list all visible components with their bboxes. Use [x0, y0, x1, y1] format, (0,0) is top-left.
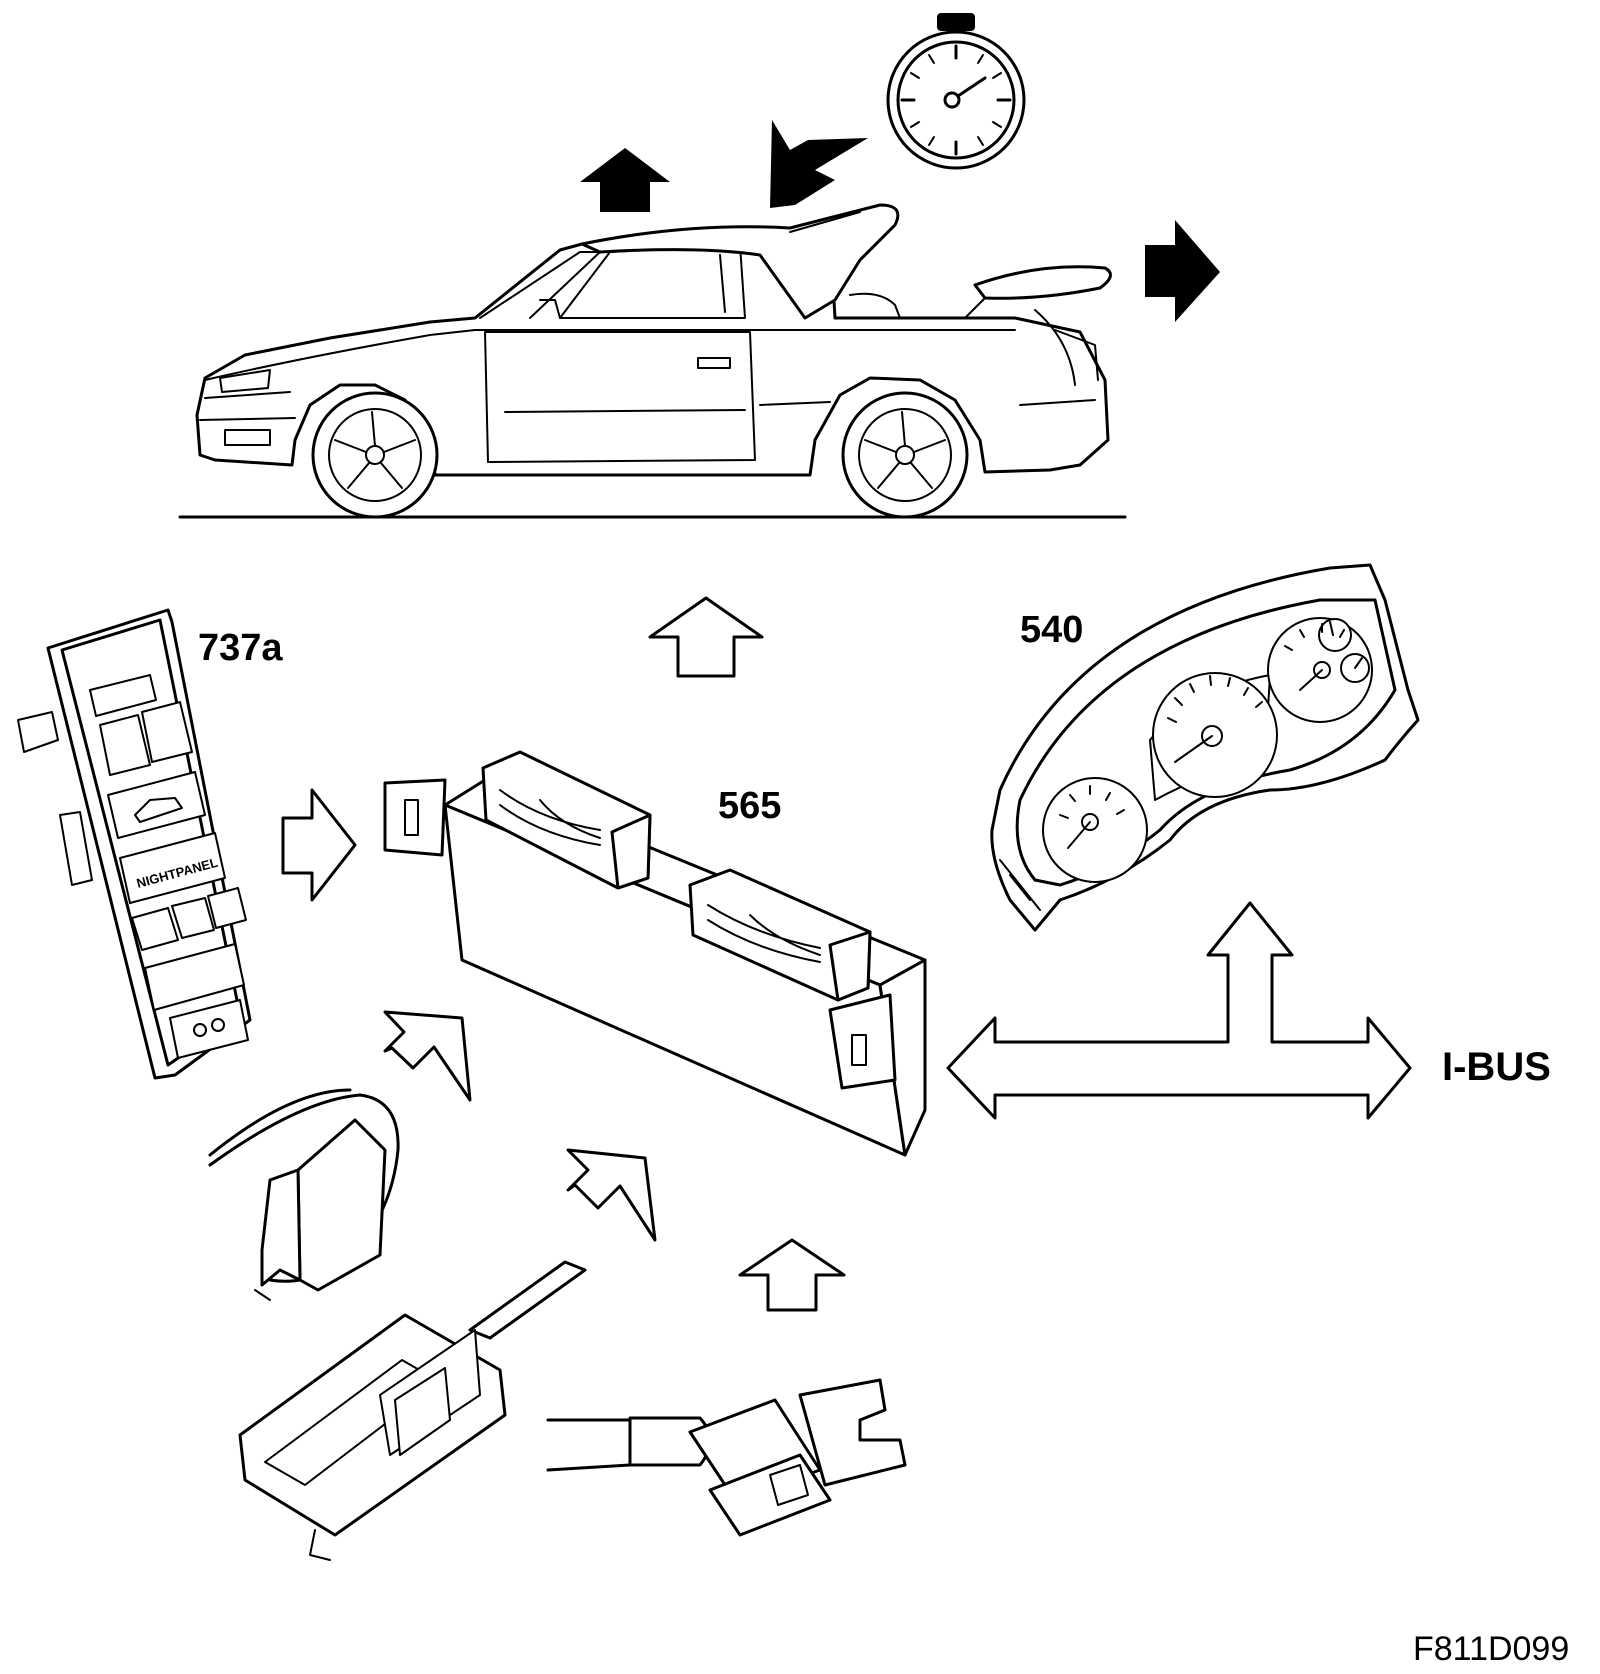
nightpanel-button[interactable]: [119, 832, 226, 904]
roof-raise-arrow: [580, 148, 670, 212]
convertible-car: [178, 203, 1127, 519]
output-arrow-up: [648, 596, 764, 678]
control-module: [383, 750, 927, 1157]
roof-sensor: [208, 1088, 400, 1301]
input-arrow-2: [566, 1148, 657, 1242]
car-body: [195, 230, 1110, 477]
instrument-cluster: [990, 563, 1420, 932]
rear-wheel: [841, 391, 969, 519]
stopwatch-icon: [886, 13, 1026, 170]
bus-label: I-BUS: [1442, 1045, 1551, 1089]
input-arrow-switch: [281, 788, 357, 902]
aux-button[interactable]: [144, 943, 245, 1011]
lower-button[interactable]: [169, 999, 249, 1059]
roof-button[interactable]: [107, 771, 206, 839]
soft-top: [580, 203, 900, 320]
trunk-arrow: [1145, 220, 1220, 322]
bus-arrow: [946, 901, 1412, 1120]
switch-panel: NIGHTPANEL: [17, 608, 252, 1080]
input-arrow-1: [383, 1010, 472, 1102]
roof-tilt-arrow: [770, 120, 868, 208]
control-module-label: 565: [718, 785, 781, 827]
figure-reference: F811D099: [1413, 1630, 1569, 1668]
car-door: [484, 331, 756, 463]
input-arrow-3: [738, 1238, 846, 1312]
lock-sensor: [238, 1260, 587, 1561]
front-wheel: [311, 391, 439, 519]
trunk-lid: [973, 265, 1112, 300]
switch-panel-label: 737a: [198, 627, 283, 669]
instrument-cluster-label: 540: [1020, 609, 1083, 651]
cable-connector: [546, 1378, 907, 1537]
